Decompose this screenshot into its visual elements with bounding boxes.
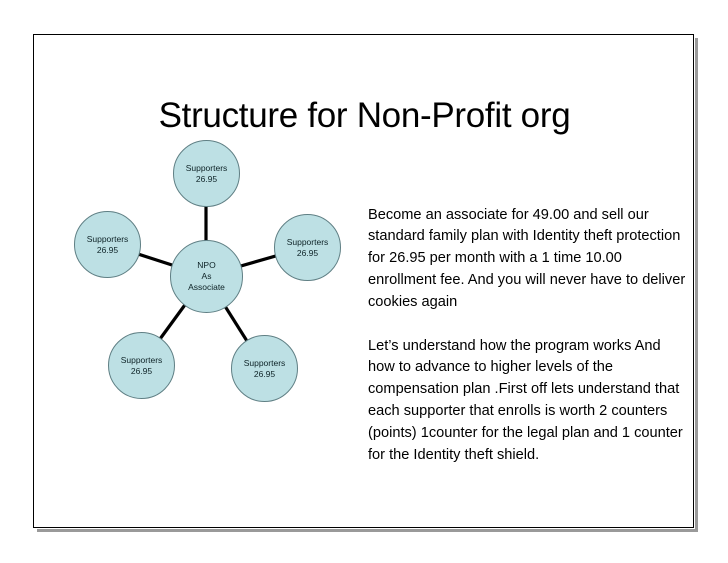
slide-frame: Structure for Non-Profit org NPO As Asso… (33, 34, 694, 528)
node-supporter-bottom-right: Supporters 26.95 (231, 335, 298, 402)
node-supporter-bottom-right-value: 26.95 (253, 368, 276, 379)
node-supporter-right-value: 26.95 (296, 247, 319, 258)
connector-center-to-left (106, 242, 207, 278)
node-supporter-left: Supporters 26.95 (74, 211, 141, 278)
node-supporter-top: Supporters 26.95 (173, 140, 240, 207)
connector-center-to-bottom-left (139, 275, 208, 366)
node-supporter-bottom-left-label: Supporters (120, 354, 163, 365)
node-npo-line1: NPO (197, 260, 216, 270)
node-supporter-bottom-right-label: Supporters (243, 357, 286, 368)
node-supporter-right-label: Supporters (286, 236, 329, 247)
node-supporter-left-value: 26.95 (96, 244, 119, 255)
page-title: Structure for Non-Profit org (158, 96, 571, 136)
connector-center-to-right (205, 245, 308, 278)
node-supporter-top-label: Supporters (185, 162, 228, 173)
node-npo-as-associate: NPO As Associate (170, 240, 243, 313)
body-paragraph-1: Become an associate for 49.00 and sell o… (368, 206, 686, 310)
node-supporter-bottom-left-value: 26.95 (130, 365, 153, 376)
node-npo-line2: As (201, 271, 212, 281)
body-paragraph-2: Let’s understand how the program works A… (368, 337, 683, 463)
node-supporter-left-label: Supporters (86, 233, 129, 244)
node-supporter-bottom-left: Supporters 26.95 (108, 332, 175, 399)
slide-shadow-bottom (37, 529, 698, 532)
node-supporter-top-value: 26.95 (195, 173, 218, 184)
node-supporter-right: Supporters 26.95 (274, 214, 341, 281)
connector-center-to-bottom-right (204, 275, 266, 369)
slide-shadow-right (695, 38, 698, 532)
node-npo-line3: Associate (188, 282, 225, 292)
